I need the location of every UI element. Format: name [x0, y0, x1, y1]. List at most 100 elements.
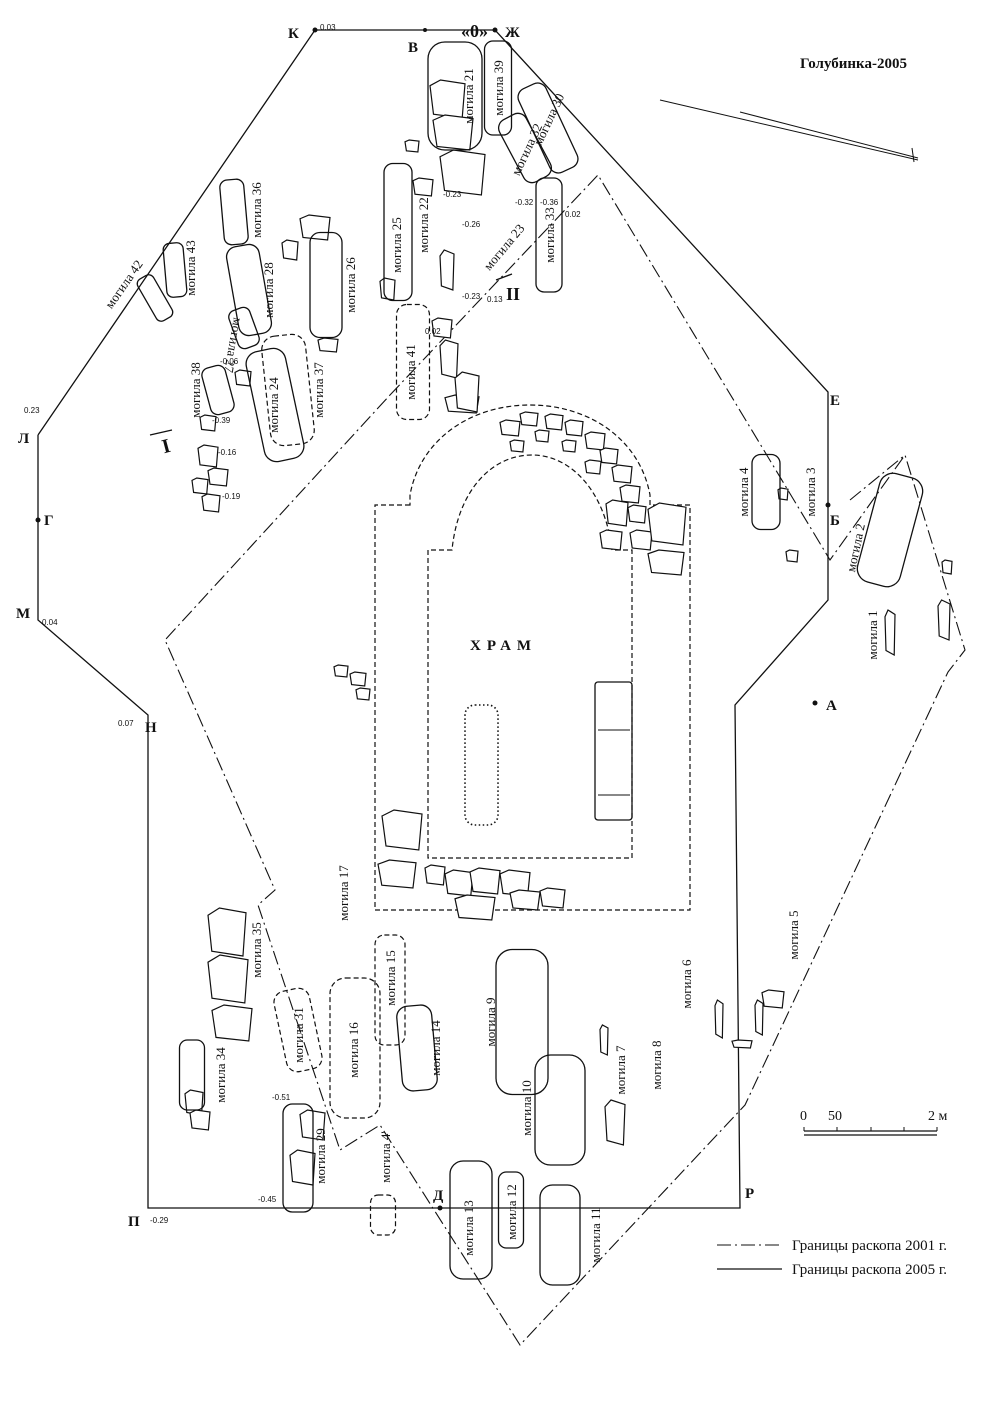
stone: [785, 549, 799, 563]
legend-2001: Границы раскопа 2001 г.: [792, 1238, 947, 1254]
grave-label: могила 8: [649, 1040, 664, 1089]
grave-outline: [534, 1054, 586, 1166]
grave: могила 4: [736, 453, 781, 531]
grave: могила 22: [416, 197, 431, 253]
grave: могила 41: [395, 303, 431, 421]
grave-outline: [162, 242, 188, 298]
grave: могила 2: [843, 472, 924, 588]
grave: могила 37: [261, 333, 326, 447]
grave-label: могила 28: [261, 262, 276, 318]
grave-label: могила 41: [403, 344, 418, 400]
grave-outline: [483, 40, 513, 136]
stone: [884, 609, 896, 657]
grave-label: могила 23: [480, 221, 527, 273]
grave: могила 1: [865, 610, 880, 659]
elevation-marks: 0.03 0.23 0.04 0.07 -0.29 -0.23 -0.32 -0…: [24, 23, 581, 1225]
grave: могила 21: [427, 41, 483, 151]
grave: могила 14: [396, 1004, 443, 1092]
stone: [564, 419, 584, 437]
point-b: Б: [830, 513, 840, 529]
stone: [941, 559, 953, 575]
grave: могила 11: [539, 1184, 603, 1286]
grave-outline: [261, 333, 315, 447]
grave-label: могила 42: [102, 257, 146, 311]
elevation: 0.03: [320, 23, 336, 32]
grave: могила 8: [649, 1040, 664, 1089]
grave-label: могила 36: [249, 182, 264, 238]
stone: [439, 149, 486, 196]
grave-outline: [178, 1039, 206, 1111]
elevation: 0.23: [24, 406, 40, 415]
elevation: -0.32: [515, 198, 534, 207]
scale-mid: 50: [828, 1109, 842, 1124]
stone: [317, 337, 339, 353]
stone: [207, 954, 249, 1004]
stone: [544, 413, 564, 431]
elevation: -0.23: [462, 292, 481, 301]
elevation: -0.51: [272, 1093, 291, 1102]
temple-label: ХРАМ: [470, 638, 537, 654]
stone: [519, 411, 539, 427]
grave-label: могила 4': [378, 1131, 393, 1182]
grave-outline: [539, 1184, 581, 1286]
grave: могила 23: [480, 221, 527, 273]
stone: [619, 484, 641, 504]
elevation: -0.39: [212, 416, 231, 425]
point-m: М: [16, 606, 30, 622]
elevation: -0.06: [220, 357, 239, 366]
stone: [197, 444, 219, 468]
stone: [355, 687, 371, 701]
stone: [499, 419, 521, 437]
stone: [599, 447, 619, 465]
grave-outline: [245, 347, 305, 463]
grave-outline: [427, 41, 483, 151]
grave: могила 36: [219, 178, 264, 246]
grave-label: могила 31: [291, 1007, 306, 1063]
boundary-2005: [37, 29, 829, 1209]
point-k: К: [288, 26, 299, 42]
legend-2005: Границы раскопа 2005 г.: [792, 1262, 947, 1278]
grave-label: могила 26: [343, 257, 358, 313]
stone: [469, 867, 501, 895]
stone: [561, 439, 577, 453]
stone: [534, 429, 550, 443]
point-r: Р: [745, 1186, 754, 1202]
scale-zero: 0: [800, 1109, 807, 1124]
legend: Границы раскопа 2001 г. Границы раскопа …: [717, 1238, 947, 1278]
stone: [199, 414, 217, 432]
grave-label: могила 9: [483, 997, 498, 1046]
grave-label: могила 3: [803, 467, 818, 516]
point-e: Е: [830, 393, 840, 409]
point-g: Г: [44, 513, 54, 529]
scale-bar: 0 50 2 м: [800, 1109, 948, 1136]
stone: [431, 317, 453, 339]
stone: [647, 502, 687, 546]
grave: могила 7: [613, 1045, 628, 1095]
stone: [509, 439, 525, 453]
point-d: Д: [433, 1188, 444, 1204]
stone: [207, 467, 229, 487]
grave-label: могила 11: [588, 1207, 603, 1262]
stone: [539, 887, 566, 909]
survey-points: К В «0» Ж Е Б А Р Д П Н М Г Л I II: [16, 21, 840, 1230]
grave-label: могила 32: [508, 121, 545, 178]
grave-label: могила 7: [613, 1045, 628, 1095]
plan-title: Голубинка-2005: [800, 56, 907, 72]
point-a: А: [826, 698, 837, 714]
stone: [629, 529, 653, 551]
stone: [937, 599, 951, 641]
grave-outline: [282, 1103, 314, 1213]
grave: могила 5: [786, 910, 801, 959]
stone: [412, 177, 434, 197]
stone: [189, 1109, 211, 1131]
grave-label: могила 38: [188, 362, 203, 418]
grave-label: могила 13: [461, 1200, 476, 1256]
stone: [211, 1004, 253, 1042]
grave: могила 25: [383, 162, 413, 302]
grave-outline: [396, 1004, 438, 1092]
stone: [349, 671, 367, 687]
point-p: П: [128, 1214, 140, 1230]
stone: [444, 869, 474, 897]
stone: [454, 894, 496, 921]
stone: [604, 1099, 626, 1146]
